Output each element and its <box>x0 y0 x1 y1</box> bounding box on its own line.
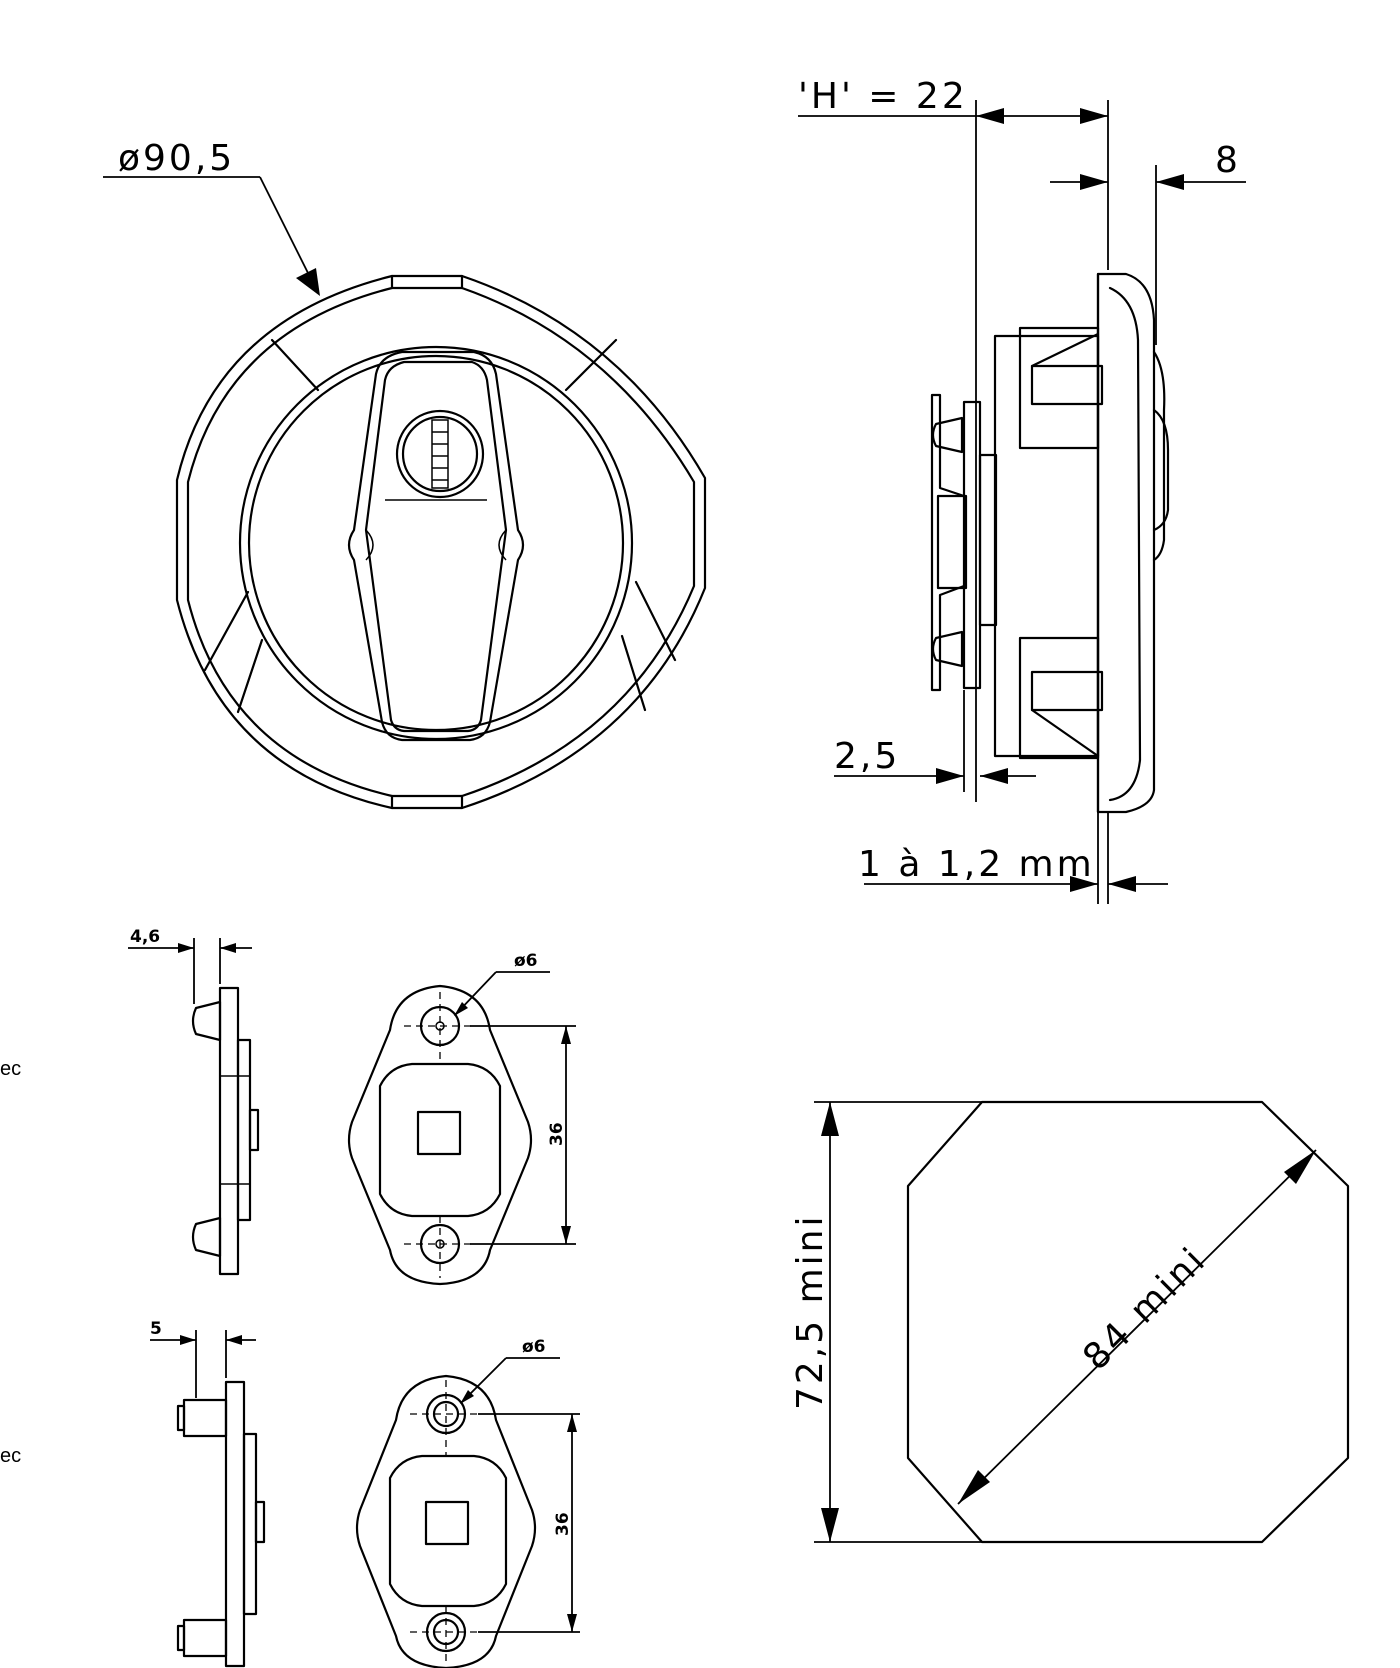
lock-cylinder <box>395 409 485 499</box>
mounting-plate <box>930 393 998 692</box>
cam-b-front <box>355 1374 537 1668</box>
cam-a-offset-dimension: 4,6 <box>128 927 252 1004</box>
height-label: 'H' = 22 <box>798 76 968 117</box>
cam-a-spacing-dimension: 36 <box>470 1025 576 1245</box>
outer-bezel <box>175 274 707 810</box>
outer-flange <box>1096 272 1170 814</box>
diameter-label: ø90,5 <box>118 138 235 179</box>
cutout-height-label: 72,5 mini <box>790 1214 831 1411</box>
depth-dimension: 8 <box>1050 140 1246 345</box>
cam-a-side <box>191 986 260 1276</box>
panel-dimension: 1 à 1,2 mm <box>858 812 1168 904</box>
cam-a-front <box>347 984 533 1286</box>
handle <box>347 350 525 742</box>
latch-body <box>993 326 1104 760</box>
cam-b-offset-dimension: 5 <box>150 1319 256 1398</box>
cam-b-hole-dimension: ø6 <box>460 1337 560 1404</box>
edge-text-fragment: ec <box>0 1058 21 1080</box>
plate-label: 2,5 <box>834 736 900 777</box>
plate-dimension: 2,5 <box>834 690 1036 792</box>
cutout-height-dimension: 72,5 mini <box>790 1101 982 1543</box>
edge-text-fragment: ec <box>0 1445 21 1467</box>
cam-a-hole-dimension: ø6 <box>454 951 550 1016</box>
cam-b-spacing-label: 36 <box>553 1512 573 1536</box>
cam-a-spacing-label: 36 <box>547 1122 567 1146</box>
cam-b: 5 ø6 36 <box>150 1319 580 1668</box>
cam-b-side <box>176 1380 266 1668</box>
cutout: 72,5 mini 84 mini <box>790 1100 1350 1544</box>
cam-a-hole-label: ø6 <box>514 951 538 971</box>
front-view: ø90,5 <box>103 138 707 810</box>
panel-label: 1 à 1,2 mm <box>858 844 1095 885</box>
depth-label: 8 <box>1215 140 1241 181</box>
height-dimension: 'H' = 22 <box>798 76 1109 802</box>
diameter-dimension: ø90,5 <box>103 138 320 296</box>
cutout-outline <box>906 1100 1350 1544</box>
cam-a: 4,6 ø6 36 <box>128 927 576 1286</box>
cam-b-offset-label: 5 <box>150 1319 162 1339</box>
cam-a-offset-label: 4,6 <box>130 927 160 947</box>
cutout-diagonal-label: 84 mini <box>1075 1239 1214 1378</box>
cutout-diagonal-dimension: 84 mini <box>957 1149 1317 1505</box>
cam-b-hole-label: ø6 <box>522 1337 546 1357</box>
inner-dial <box>238 345 634 741</box>
cam-b-spacing-dimension: 36 <box>478 1413 580 1633</box>
side-view: 'H' = 22 8 2,5 1 à 1,2 mm <box>798 76 1246 904</box>
